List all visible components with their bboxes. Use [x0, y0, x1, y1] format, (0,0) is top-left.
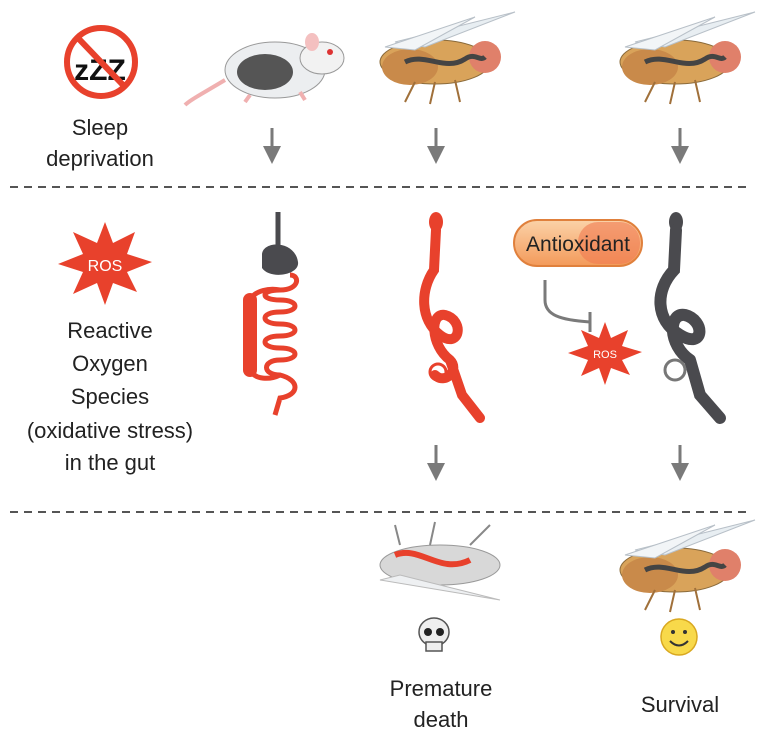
ros-label-5: in the gut — [65, 450, 156, 475]
ros-star-icon: ROS — [58, 222, 152, 305]
survival-label: Survival — [641, 692, 719, 717]
ros-label-2: Oxygen — [72, 351, 148, 376]
no-sleep-icon: zZZ — [64, 25, 138, 99]
ros-small-star-icon: ROS — [568, 322, 642, 385]
ros-label-3: Species — [71, 384, 149, 409]
sleep-label-2: deprivation — [46, 146, 154, 171]
smiley-icon — [660, 618, 698, 656]
death-label-1: Premature — [390, 676, 493, 701]
fly-image-survivor — [620, 520, 755, 612]
ros-label-1: Reactive — [67, 318, 153, 343]
ros-label-4: (oxidative stress) — [27, 418, 193, 443]
mouse-gut — [243, 212, 299, 416]
ros-small-text: ROS — [593, 349, 617, 361]
fly-gut-gray — [654, 212, 726, 424]
inhibition-line — [543, 280, 591, 324]
ros-badge-text: ROS — [88, 258, 123, 275]
mouse-image — [183, 33, 345, 107]
fly-image-1 — [380, 12, 515, 104]
death-label-2: death — [413, 707, 468, 732]
antioxidant-label: Antioxidant — [526, 233, 630, 256]
fly-image-2 — [620, 12, 755, 104]
skull-icon — [418, 617, 450, 652]
sleep-label-1: Sleep — [72, 115, 128, 140]
dead-fly-image — [379, 521, 501, 601]
fly-gut-red — [419, 212, 485, 423]
antioxidant-pill: Antioxidant — [513, 219, 643, 267]
